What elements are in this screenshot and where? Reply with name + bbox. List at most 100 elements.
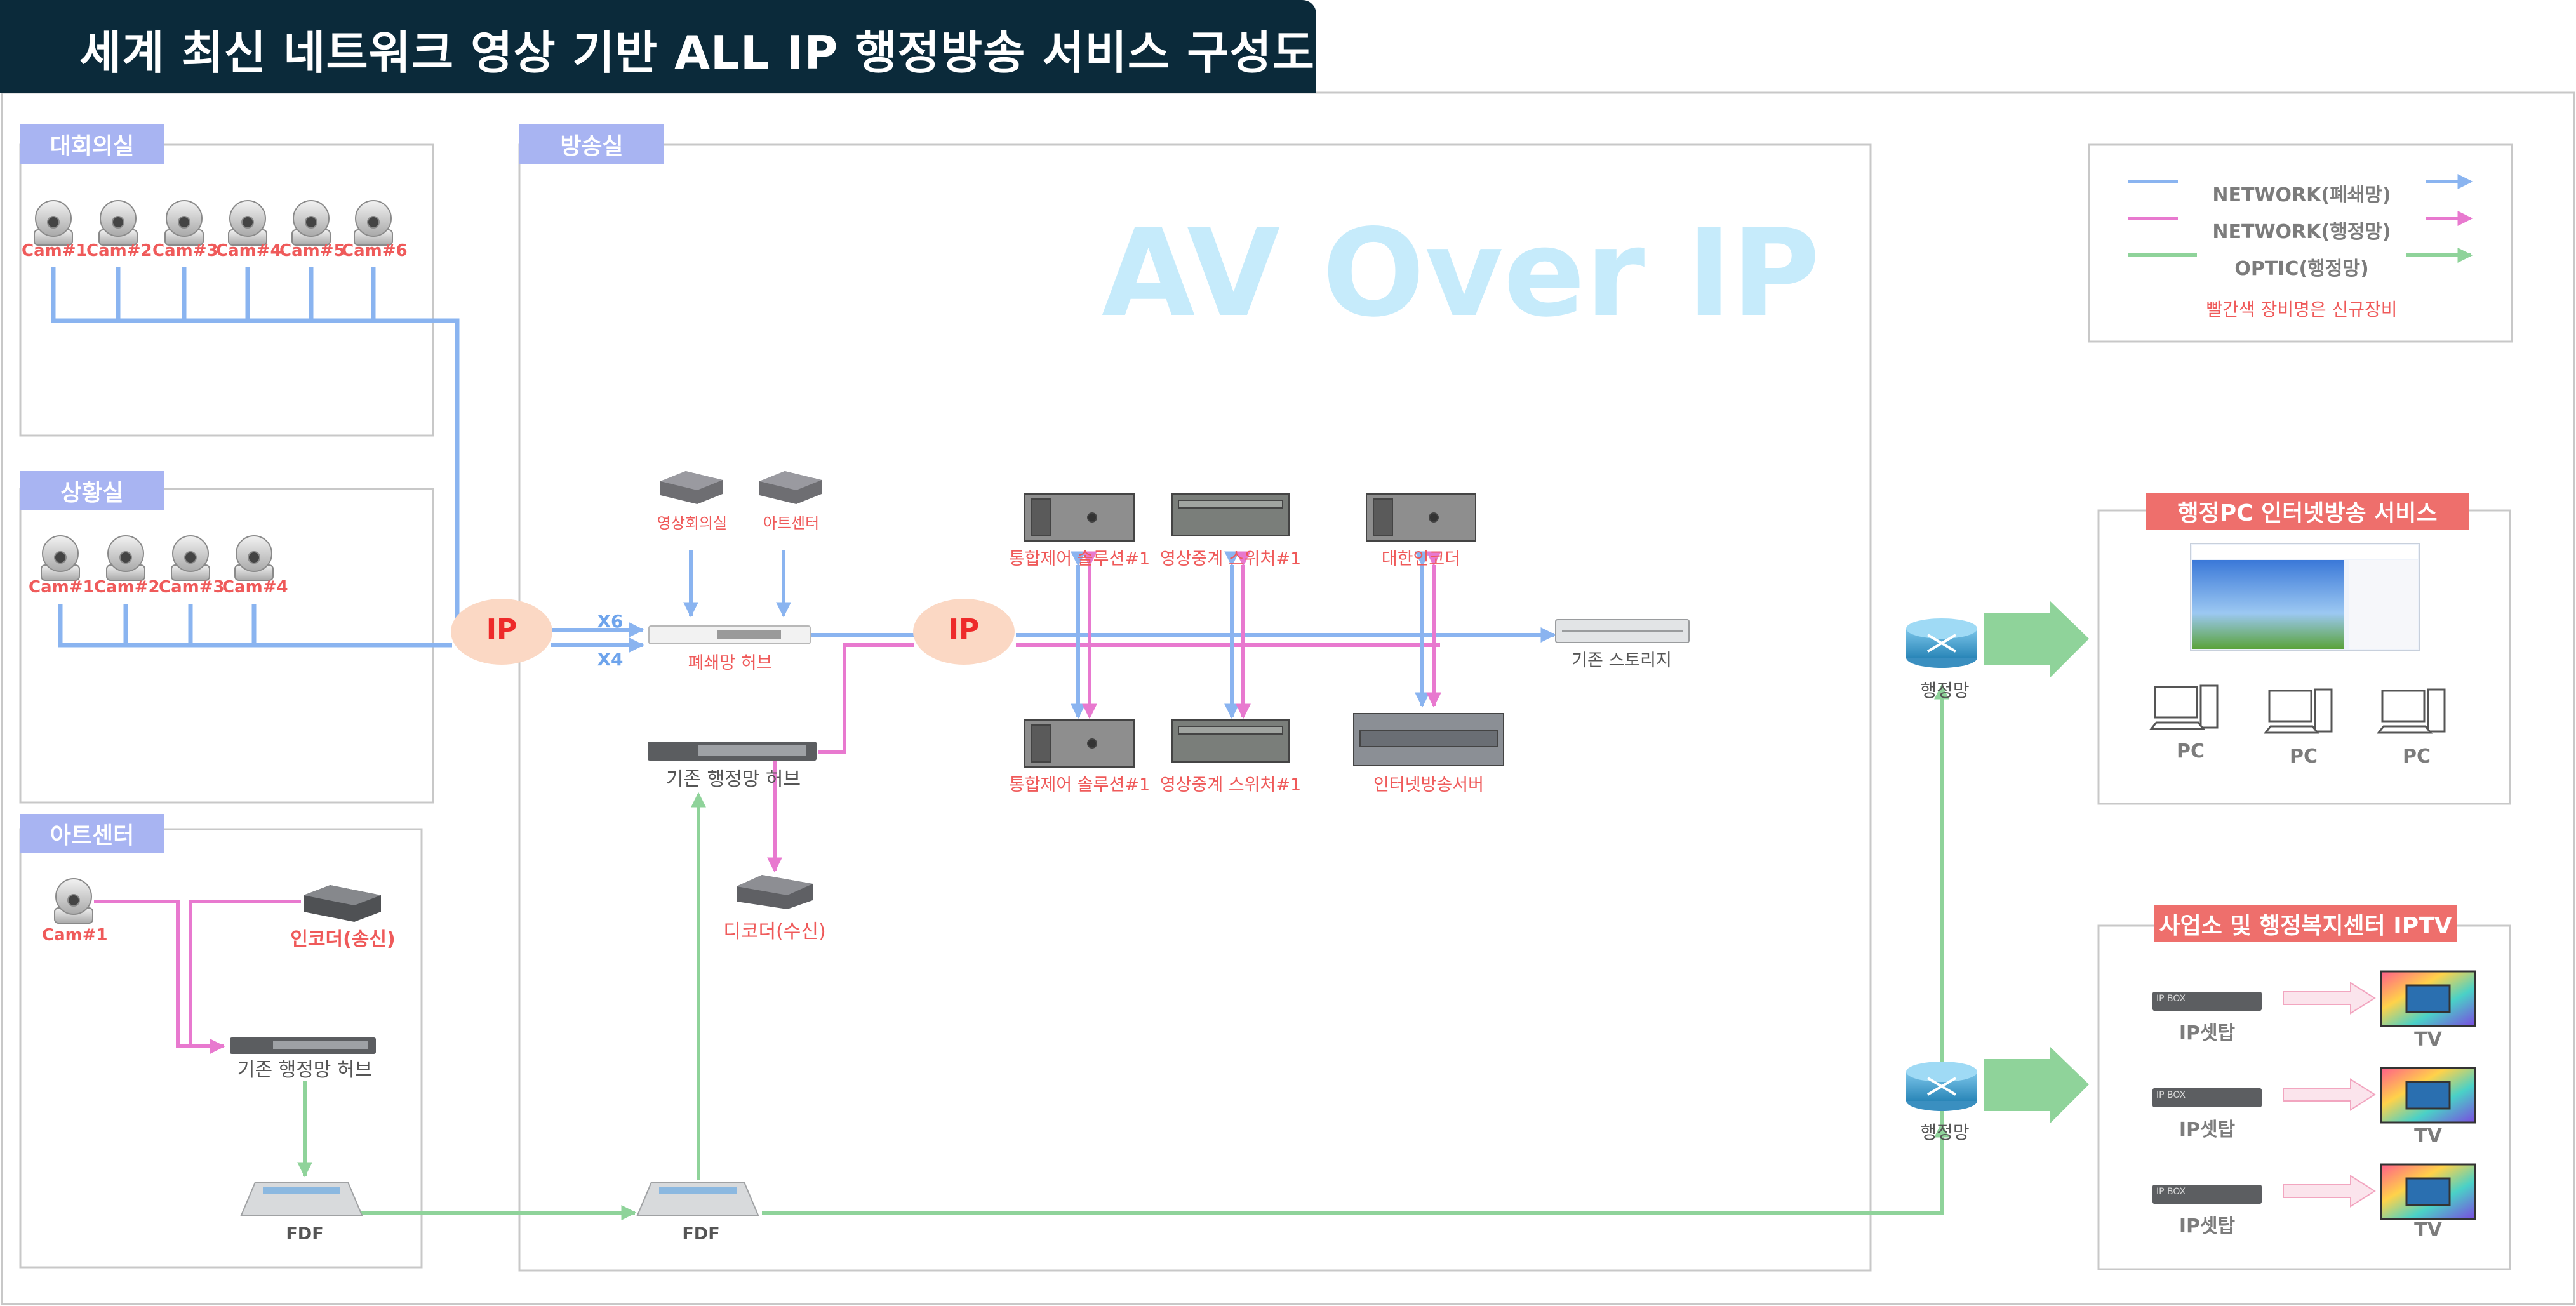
- camera-icon: [234, 535, 274, 581]
- fdf-icon: [636, 1182, 759, 1216]
- fdf-label: FDF: [286, 1224, 324, 1244]
- room-label-situation: 상황실: [20, 471, 164, 510]
- room-label-broadcast: 방송실: [519, 124, 664, 164]
- internet-server-label: 인터넷방송서버: [1373, 775, 1484, 795]
- page-title: 세계 최신 네트워크 영상 기반 ALL IP 행정방송 서비스 구성도: [79, 26, 1315, 79]
- tv-icons: [2380, 970, 2476, 1220]
- router-bottom-label: 행정망: [1920, 1122, 1970, 1143]
- router-top-label: 행정망: [1920, 680, 1970, 701]
- decoder-label: 디코더(수신): [723, 921, 826, 943]
- legend-note: 빨간색 장비명은 신규장비: [2206, 299, 2398, 320]
- pc-icon: [2149, 684, 2219, 730]
- legend-box: [2088, 143, 2513, 343]
- legend-network-admin: NETWORK(행정망): [2178, 216, 2426, 244]
- video-conf-room-label: 영상회의실: [657, 514, 728, 532]
- closed-hub-label: 폐쇄망 허브: [688, 653, 773, 673]
- camera-icon: [41, 535, 80, 581]
- encoder-send-label: 인코더(송신): [290, 928, 396, 950]
- artcenter-encoder-icon: [304, 885, 381, 922]
- settop-brand: IP BOX: [2156, 1090, 2186, 1100]
- settop-brand: IP BOX: [2156, 1187, 2186, 1197]
- iptv-service-title: 사업소 및 행정복지센터 IPTV: [2154, 905, 2457, 942]
- admin-hub-icon: [648, 742, 817, 761]
- settop-label: IP셋탑: [2179, 1215, 2236, 1237]
- cam-label: Cam#1: [29, 578, 95, 597]
- artcenter-pink-lines: [94, 900, 301, 1054]
- ctrl-solution-top-label: 통합제어 솔루션#1: [1008, 549, 1151, 569]
- art-admin-hub-label: 기존 행정망 허브: [237, 1059, 373, 1081]
- cam-label: Cam#3: [152, 241, 218, 260]
- pc-icon: [2376, 688, 2446, 734]
- storage-label: 기존 스토리지: [1572, 651, 1672, 670]
- tv-label: TV: [2414, 1029, 2442, 1051]
- admin-hub-label: 기존 행정망 허브: [665, 768, 801, 790]
- cam-label: Cam#2: [94, 578, 160, 597]
- camera-icon: [164, 200, 204, 246]
- server-icon: [1024, 493, 1135, 542]
- fdf-icon: [240, 1182, 363, 1216]
- camera-icon: [106, 535, 145, 581]
- encoder-box-icon: [759, 471, 822, 504]
- server-tower-icons: [1024, 493, 1504, 768]
- room-box-broadcast: [518, 143, 1872, 1272]
- camera-icon: [171, 535, 210, 581]
- camera-icon: [34, 200, 73, 246]
- cam-label: Cam#6: [342, 241, 408, 260]
- cam-label: Cam#2: [86, 241, 152, 260]
- camera-icon: [228, 200, 267, 246]
- ip-to-closed-hub-lines: [551, 622, 644, 653]
- ctrl-solution-bottom-label: 통합제어 솔루션#1: [1008, 775, 1151, 795]
- fdf-label: FDF: [682, 1224, 720, 1244]
- cam-label: Cam#1: [22, 241, 88, 260]
- pc-label: PC: [2176, 740, 2205, 763]
- fdf-to-routers-green: [762, 684, 1949, 1215]
- room-label-artcenter: 아트센터: [20, 814, 164, 853]
- server-icon: [1171, 719, 1290, 763]
- tv-icon: [2380, 970, 2476, 1027]
- pc-icon: [2263, 688, 2333, 734]
- router-icon: [1906, 618, 1977, 668]
- green-service-arrow: [1984, 1046, 2089, 1124]
- ip-left-label: IP: [486, 613, 517, 646]
- closed-hub-icon: [648, 625, 811, 644]
- room-box-conference: [19, 143, 434, 437]
- pink-hollow-arrows: [2283, 982, 2376, 1208]
- artcenter-hub-icon: [230, 1037, 376, 1054]
- settop-label: IP셋탑: [2179, 1119, 2236, 1141]
- watermark-text: AV Over IP: [1102, 203, 1820, 343]
- video-switcher-top-label: 영상중계 스위처#1: [1159, 549, 1302, 569]
- server-icon: [1366, 493, 1476, 542]
- tv-label: TV: [2414, 1125, 2442, 1147]
- admin-hub-to-ip-right-pink: [818, 643, 914, 754]
- camera-icon: [291, 200, 331, 246]
- pc-service-title: 행정PC 인터넷방송 서비스: [2146, 493, 2469, 530]
- green-service-arrow: [1984, 601, 2089, 678]
- vertical-link-pairs: [1071, 551, 1441, 719]
- room-box-artcenter: [19, 828, 423, 1269]
- art-center-device-label: 아트센터: [763, 514, 820, 532]
- pc-label: PC: [2289, 745, 2318, 768]
- cam-label: Cam#3: [159, 578, 225, 597]
- tv-icon: [2380, 1067, 2476, 1124]
- ip-node-left: [451, 599, 552, 665]
- server-icon: [1024, 719, 1135, 768]
- legend-network-closed: NETWORK(폐쇄망): [2178, 179, 2426, 207]
- ip-right-label: IP: [948, 613, 980, 646]
- encoder-big-label: 대한인코더: [1381, 549, 1461, 569]
- camera-icons: [34, 200, 393, 924]
- router-icon: [1906, 1062, 1977, 1111]
- storage-icon: [1555, 619, 1690, 643]
- cam-label: Cam#4: [222, 578, 288, 597]
- camera-icon: [54, 878, 93, 924]
- server-icon: [1171, 493, 1290, 536]
- pc-icons: [2149, 684, 2446, 734]
- cam-label: Cam#4: [216, 241, 282, 260]
- cam-label: Cam#5: [279, 241, 345, 260]
- camera-icon: [98, 200, 138, 246]
- legend-optic: OPTIC(행정망): [2197, 253, 2406, 281]
- camera-icon: [354, 200, 393, 246]
- title-bar: 세계 최신 네트워크 영상 기반 ALL IP 행정방송 서비스 구성도: [0, 0, 1316, 93]
- settop-label: IP셋탑: [2179, 1022, 2236, 1044]
- server-icon: [1353, 713, 1504, 766]
- settop-brand: IP BOX: [2156, 994, 2186, 1004]
